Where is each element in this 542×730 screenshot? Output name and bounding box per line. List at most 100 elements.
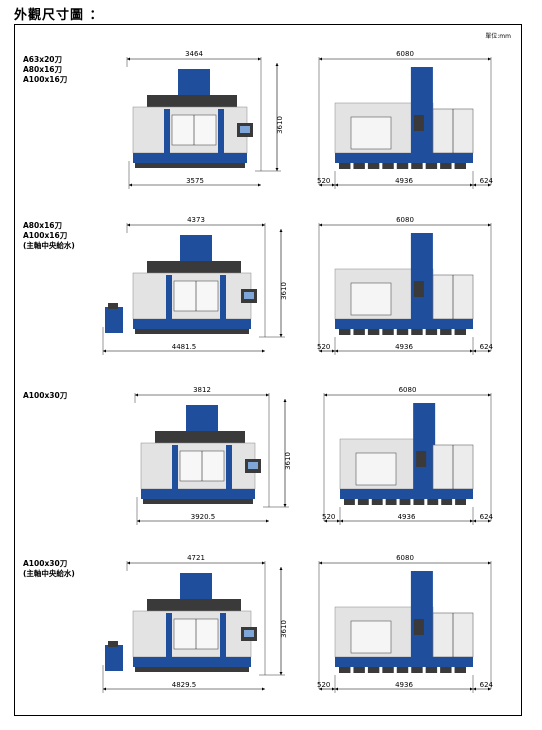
- control-screen: [240, 126, 250, 133]
- middle-length-label: 4936: [398, 513, 416, 521]
- base-foot: [367, 667, 380, 673]
- side-base: [340, 489, 473, 499]
- left-post: [164, 109, 170, 155]
- model-label-line: A80x16刀: [23, 65, 63, 74]
- base-foot: [396, 667, 409, 673]
- side-window: [350, 282, 392, 316]
- arrow-head: [488, 519, 491, 523]
- control-screen: [244, 292, 254, 299]
- arrow-head: [335, 183, 338, 187]
- unit-note: 單位:mm: [485, 33, 511, 40]
- bottom-width-label: 3920.5: [191, 513, 216, 521]
- base-foot: [440, 667, 452, 673]
- arrow-head: [470, 519, 473, 523]
- arrow-head: [135, 393, 138, 397]
- base-foot: [367, 329, 380, 335]
- base-foot: [382, 163, 394, 169]
- left-length-label: 520: [317, 343, 330, 351]
- base-foot: [396, 163, 409, 169]
- right-post: [218, 109, 224, 155]
- arrow-head: [283, 399, 287, 402]
- total-width-label: 6080: [399, 386, 417, 394]
- arrow-head: [324, 393, 327, 397]
- arrow-head: [488, 349, 491, 353]
- arrow-head: [279, 567, 283, 570]
- top-width-label: 4721: [187, 554, 205, 562]
- base-foot: [399, 499, 411, 505]
- spindle-head: [413, 281, 424, 297]
- arrow-head: [266, 393, 269, 397]
- arrow-head: [488, 223, 491, 227]
- machine-foot: [135, 163, 245, 168]
- height-label: 3610: [280, 620, 288, 638]
- arrow-head: [127, 561, 130, 565]
- top-width-label: 3812: [193, 386, 211, 394]
- base-foot: [455, 499, 466, 505]
- arrow-head: [279, 229, 283, 232]
- arrow-head: [258, 57, 261, 61]
- model-label-line: A100x16刀: [23, 75, 68, 84]
- arrow-head: [129, 183, 132, 187]
- base-foot: [353, 329, 365, 335]
- left-length-label: 520: [317, 681, 330, 689]
- spindle-head: [413, 619, 424, 635]
- arrow-head: [340, 519, 343, 523]
- coolant-pump: [108, 641, 118, 647]
- arrow-head: [258, 183, 261, 187]
- arrow-head: [473, 183, 476, 187]
- base-foot: [344, 499, 355, 505]
- arrow-head: [473, 687, 476, 691]
- arrow-head: [275, 63, 279, 66]
- arrow-head: [319, 223, 322, 227]
- arrow-head: [324, 519, 327, 523]
- model-label: A63x20刀 A80x16刀 A100x16刀: [23, 55, 67, 85]
- model-label-line: A100x16刀: [23, 231, 68, 240]
- arrow-head: [279, 672, 283, 675]
- arrow-head: [335, 349, 338, 353]
- machine-foot: [143, 499, 253, 504]
- bottom-width-label: 3575: [186, 177, 204, 185]
- arrow-head: [103, 687, 106, 691]
- arrow-head: [279, 334, 283, 337]
- bottom-width-label: 4481.5: [172, 343, 197, 351]
- left-post: [172, 445, 178, 491]
- base-foot: [440, 329, 452, 335]
- arrow-head: [332, 349, 335, 353]
- base-foot: [385, 499, 397, 505]
- coolant-pump: [108, 303, 118, 309]
- bottom-width-label: 4829.5: [172, 681, 197, 689]
- arrow-head: [488, 183, 491, 187]
- side-window: [350, 116, 392, 150]
- machine-base: [133, 657, 251, 667]
- base-foot: [371, 499, 383, 505]
- height-label: 3610: [284, 452, 292, 470]
- side-column: [410, 571, 433, 657]
- base-foot: [425, 163, 438, 169]
- front-view-drawing: 3812 3610 3920.5: [123, 381, 293, 529]
- base-foot: [339, 667, 351, 673]
- model-label: A100x30刀: [23, 391, 67, 401]
- base-foot: [396, 329, 409, 335]
- control-screen: [248, 462, 258, 469]
- arrow-head: [473, 519, 476, 523]
- arrow-head: [473, 349, 476, 353]
- arrow-head: [470, 183, 473, 187]
- arrow-head: [319, 561, 322, 565]
- base-foot: [339, 163, 351, 169]
- base-foot: [425, 329, 438, 335]
- base-foot: [357, 499, 369, 505]
- right-length-label: 624: [480, 681, 494, 689]
- middle-length-label: 4936: [395, 177, 413, 185]
- base-foot: [425, 667, 438, 673]
- coolant-tank: [105, 307, 123, 333]
- side-base: [335, 153, 473, 163]
- base-foot: [411, 329, 423, 335]
- arrow-head: [488, 393, 491, 397]
